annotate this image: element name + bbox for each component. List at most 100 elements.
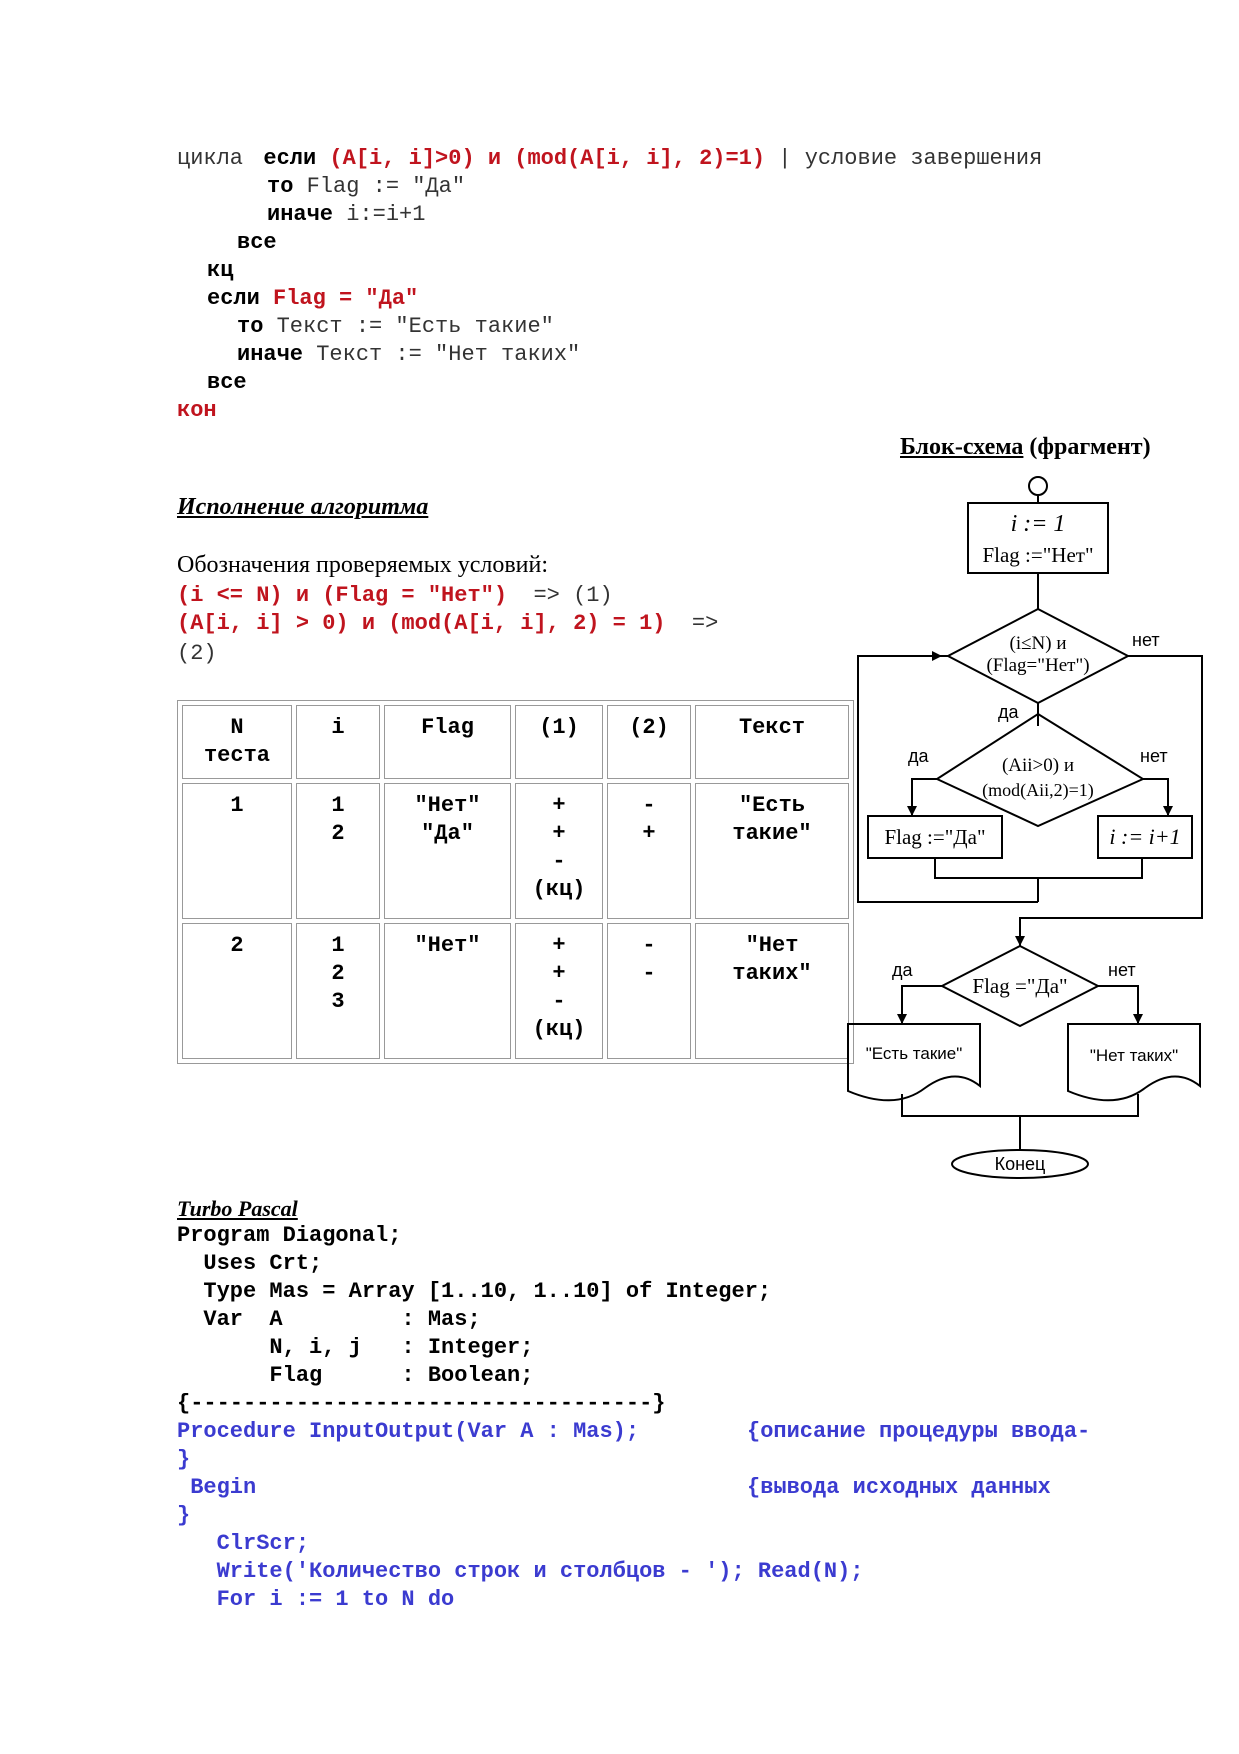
- init-text-2: Flag :="Нет": [982, 543, 1093, 567]
- flowchart: i := 1 Flag :="Нет" (i≤N) и (Flag="Нет")…: [847, 476, 1203, 1179]
- table-cell: "Нет" "Да": [384, 783, 511, 919]
- pascal-line: Var A : Mas;: [177, 1307, 481, 1332]
- table-cell: "Нет таких": [695, 923, 849, 1059]
- assign-i-text: i := i+1: [1109, 824, 1180, 849]
- pascal-heading: Turbo Pascal: [177, 1196, 298, 1221]
- output-yes-text: "Есть такие": [866, 1044, 963, 1063]
- table-cell: + + - (кц): [515, 923, 603, 1059]
- pascal-for: For i := 1 to N do: [177, 1587, 455, 1612]
- table-cell: 1 2: [296, 783, 380, 919]
- then-stmt: Flag := "Да": [306, 174, 466, 199]
- conditions-label: Обозначения проверяемых условий:: [177, 552, 549, 578]
- end-block: [951, 1149, 1089, 1179]
- table-header-row: N теста i Flag (1) (2) Текст: [182, 705, 849, 779]
- table-cell: - -: [607, 923, 691, 1059]
- trace-table: N теста i Flag (1) (2) Текст 1 1 2 "Нет"…: [177, 700, 854, 1064]
- pascal-clrscr: ClrScr;: [177, 1531, 310, 1556]
- pascal-brace: }: [177, 1447, 191, 1472]
- condition-1: (i <= N) и (Flag = "Нет") => (1): [177, 582, 613, 610]
- cond3-text: Flag ="Да": [972, 974, 1067, 998]
- keyword-then: то: [267, 174, 294, 199]
- pascal-line: N, i, j : Integer;: [177, 1335, 534, 1360]
- flag-condition: Flag = "Да": [273, 286, 419, 311]
- pascal-line: Flag : Boolean;: [177, 1363, 534, 1388]
- else-stmt: i:=i+1: [346, 202, 426, 227]
- algo-line-11: кон: [177, 398, 217, 423]
- label-yes-3: да: [892, 960, 914, 980]
- pascal-line: Type Mas = Array [1..10, 1..10] of Integ…: [177, 1279, 772, 1304]
- algo-line-2: цикла: [177, 145, 243, 173]
- comment-cont: цикла: [177, 146, 244, 171]
- cond2-text-2: (mod(Aii,2)=1): [982, 780, 1094, 801]
- table-cell: "Есть такие": [695, 783, 849, 919]
- else-stmt: Текст := "Нет таких": [316, 342, 581, 367]
- output-yes-block: [847, 1023, 981, 1102]
- cond2-text-1: (Aii>0) и: [1002, 755, 1074, 776]
- label-yes-2: да: [908, 746, 930, 766]
- assign-flag-text: Flag :="Да": [884, 825, 985, 849]
- assign-i-block: [1097, 815, 1193, 859]
- label-no-1: нет: [1132, 630, 1160, 650]
- output-no-text: "Нет таких": [1090, 1046, 1178, 1065]
- init-text-1: i := 1: [1011, 511, 1066, 537]
- pascal-line: Program Diagonal;: [177, 1223, 402, 1248]
- pascal-line: Uses Crt;: [177, 1251, 323, 1276]
- algo-line-7: если Flag = "Да": [207, 285, 418, 313]
- pascal-begin: Begin: [177, 1475, 257, 1500]
- table-row: 2 1 2 3 "Нет" + + - (кц) - - "Нет таких": [182, 923, 849, 1059]
- condition-1-expr: (i <= N) и (Flag = "Нет"): [177, 583, 508, 608]
- keyword-if: если: [207, 286, 260, 311]
- condition-2: (A[i, i] > 0) и (mod(A[i, i], 2) = 1) =>: [177, 610, 718, 638]
- condition-1-tag: => (1): [533, 583, 613, 608]
- table-cell: 1 2 3: [296, 923, 380, 1059]
- flowchart-title-sub: (фрагмент): [1023, 434, 1151, 460]
- pascal-write: Write('Количество строк и столбцов - ');…: [177, 1559, 864, 1584]
- table-row: 1 1 2 "Нет" "Да" + + - (кц) - + "Есть та…: [182, 783, 849, 919]
- condition-2-tag: (2): [177, 641, 217, 666]
- label-yes-1: да: [998, 702, 1020, 722]
- header-cell: Текст: [695, 705, 849, 779]
- then-stmt: Текст := "Есть такие": [276, 314, 554, 339]
- pascal-comment: {вывода исходных данных: [747, 1475, 1051, 1500]
- condition-2-arrow: =>: [691, 611, 719, 636]
- table-cell: "Нет": [384, 923, 511, 1059]
- algo-line-1: если (A[i, i]>0) и (mod(A[i, i], 2)=1) |…: [237, 117, 1042, 173]
- header-cell: Flag: [384, 705, 511, 779]
- flowchart-title-main: Блок-схема: [900, 434, 1024, 460]
- label-no-2: нет: [1140, 746, 1168, 766]
- label-no-3: нет: [1108, 960, 1136, 980]
- algo-line-4: иначе i:=i+1: [267, 201, 425, 229]
- keyword-then: то: [237, 314, 264, 339]
- flowchart-title: Блок-схема (фрагмент): [900, 434, 1151, 461]
- condition-2-diamond: [934, 712, 1146, 828]
- start-connector: [1028, 476, 1048, 496]
- end-text: Конец: [995, 1154, 1046, 1174]
- pascal-line: {-----------------------------------}: [177, 1391, 666, 1416]
- header-cell: (2): [607, 705, 691, 779]
- keyword-if: если: [263, 146, 317, 171]
- pascal-procedure: Procedure InputOutput(Var A : Mas);: [177, 1419, 640, 1444]
- pascal-brace: }: [177, 1503, 191, 1528]
- exec-heading: Исполнение алгоритма: [177, 494, 429, 520]
- header-cell: i: [296, 705, 380, 779]
- cond1-text-1: (i≤N) и: [1010, 633, 1067, 654]
- loop-condition: (A[i, i]>0) и (mod(A[i, i], 2)=1): [329, 146, 766, 171]
- algo-line-6: кц: [207, 258, 234, 283]
- table-cell: + + - (кц): [515, 783, 603, 919]
- comment: | условие завершения: [778, 146, 1043, 171]
- header-cell: (1): [515, 705, 603, 779]
- table-cell: 2: [182, 923, 292, 1059]
- table-cell: 1: [182, 783, 292, 919]
- condition-2-expr: (A[i, i] > 0) и (mod(A[i, i], 2) = 1): [177, 611, 666, 636]
- output-no-block: [1067, 1023, 1201, 1102]
- header-cell: N теста: [182, 705, 292, 779]
- algo-line-10: все: [207, 370, 247, 395]
- pascal-comment: {описание процедуры ввода-: [747, 1419, 1091, 1444]
- keyword-else: иначе: [267, 202, 334, 227]
- algo-line-9: иначе Текст := "Нет таких": [237, 341, 580, 369]
- algo-line-5: все: [237, 230, 277, 255]
- algo-line-3: то Flag := "Да": [267, 173, 465, 201]
- keyword-else: иначе: [237, 342, 304, 367]
- condition-3-diamond: [939, 944, 1101, 1028]
- cond1-text-2: (Flag="Нет"): [986, 655, 1089, 676]
